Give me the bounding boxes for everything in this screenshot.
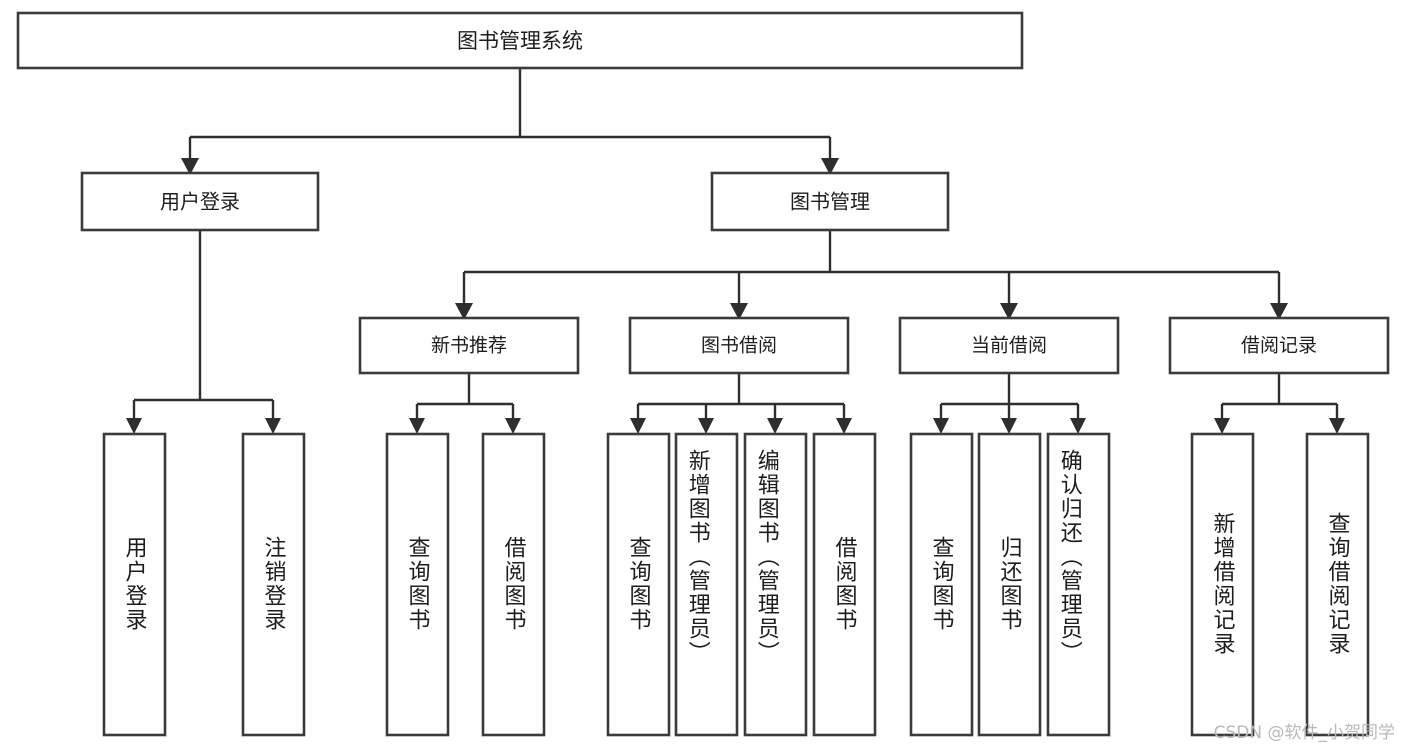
node-borrow-record[interactable]: 借阅记录 — [1168, 316, 1390, 375]
node-leaf-edit-book-admin-label: 编辑图书（管理员） — [754, 449, 780, 665]
node-leaf-return-book[interactable]: 归还图书 — [977, 432, 1042, 737]
node-leaf-query-book-current[interactable]: 查询图书 — [909, 432, 974, 737]
node-leaf-query-borrow-record[interactable]: 查询借阅记录 — [1305, 432, 1370, 737]
arrow-head-icon — [409, 418, 425, 434]
node-book-management[interactable]: 图书管理 — [710, 171, 950, 232]
node-user-login-label: 用户登录 — [160, 190, 240, 214]
node-leaf-user-login-label: 用户登录 — [122, 536, 148, 632]
arrow-head-layer — [126, 158, 1345, 434]
edge-layer — [132, 68, 1339, 418]
arrow-head-icon — [767, 418, 783, 434]
node-leaf-query-book-borrow-label: 查询图书 — [626, 536, 652, 632]
node-book-borrow-label: 图书借阅 — [701, 335, 777, 357]
arrow-head-icon — [1000, 303, 1018, 320]
arrow-head-icon — [505, 418, 521, 434]
node-leaf-borrow-book-borrow[interactable]: 借阅图书 — [812, 432, 877, 737]
arrow-head-icon — [1001, 418, 1017, 434]
arrow-head-icon — [1070, 418, 1086, 434]
node-leaf-query-borrow-record-label: 查询借阅记录 — [1325, 512, 1351, 656]
arrow-head-icon — [1214, 418, 1230, 434]
arrow-head-icon — [1329, 418, 1345, 434]
node-leaf-confirm-return-admin[interactable]: 确认归还（管理员） — [1046, 432, 1111, 737]
node-book-borrow[interactable]: 图书借阅 — [628, 316, 850, 375]
node-user-login[interactable]: 用户登录 — [80, 171, 320, 232]
arrow-head-icon — [730, 303, 748, 320]
node-leaf-query-book-borrow[interactable]: 查询图书 — [606, 432, 671, 737]
node-leaf-confirm-return-admin-label: 确认归还（管理员） — [1057, 449, 1083, 665]
node-new-book-recommend-label: 新书推荐 — [431, 335, 507, 357]
arrow-head-icon — [698, 418, 714, 434]
node-root[interactable]: 图书管理系统 — [16, 11, 1024, 70]
node-leaf-borrow-book-newbook[interactable]: 借阅图书 — [481, 432, 546, 737]
node-leaf-add-borrow-record-label: 新增借阅记录 — [1210, 512, 1236, 656]
arrow-head-icon — [265, 418, 281, 434]
node-leaf-user-login[interactable]: 用户登录 — [102, 432, 167, 737]
node-current-borrow-label: 当前借阅 — [971, 335, 1047, 357]
node-leaf-edit-book-admin[interactable]: 编辑图书（管理员） — [743, 432, 808, 737]
arrow-head-icon — [455, 303, 473, 320]
arrow-head-icon — [126, 418, 142, 434]
node-new-book-recommend[interactable]: 新书推荐 — [358, 316, 580, 375]
node-leaf-borrow-book-newbook-label: 借阅图书 — [501, 536, 527, 632]
node-leaf-add-book-admin-label: 新增图书（管理员） — [685, 449, 711, 665]
arrow-head-icon — [933, 418, 949, 434]
node-leaf-logout-label: 注销登录 — [261, 536, 287, 632]
arrow-head-icon — [1270, 303, 1288, 320]
node-leaf-add-borrow-record[interactable]: 新增借阅记录 — [1190, 432, 1255, 737]
node-current-borrow[interactable]: 当前借阅 — [898, 316, 1120, 375]
node-leaf-add-book-admin[interactable]: 新增图书（管理员） — [674, 432, 739, 737]
node-leaf-query-book-newbook-label: 查询图书 — [405, 536, 431, 632]
node-leaf-query-book-newbook[interactable]: 查询图书 — [385, 432, 450, 737]
arrow-head-icon — [630, 418, 646, 434]
node-leaf-logout[interactable]: 注销登录 — [241, 432, 306, 737]
arrow-head-icon — [181, 158, 199, 175]
arrow-head-icon — [836, 418, 852, 434]
arrow-head-icon — [821, 158, 839, 175]
node-borrow-record-label: 借阅记录 — [1241, 335, 1317, 357]
node-leaf-return-book-label: 归还图书 — [997, 536, 1023, 632]
node-root-label: 图书管理系统 — [457, 29, 583, 53]
node-book-management-label: 图书管理 — [790, 190, 870, 214]
node-leaf-query-book-current-label: 查询图书 — [929, 536, 955, 632]
node-leaf-borrow-book-borrow-label: 借阅图书 — [832, 536, 858, 632]
